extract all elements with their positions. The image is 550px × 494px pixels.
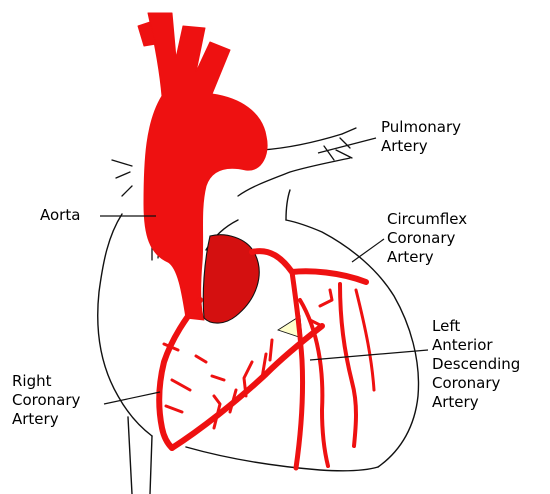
label-aorta: Aorta — [40, 206, 80, 225]
label-pulmonary-artery: Pulmonary Artery — [381, 118, 461, 156]
label-lad-line-4: Coronary — [432, 374, 520, 393]
label-circumflex-line-1: Circumflex — [387, 210, 467, 229]
heart-outline — [98, 190, 419, 494]
label-circumflex: Circumflex Coronary Artery — [387, 210, 467, 267]
atrium-shading — [203, 235, 259, 323]
label-right-coronary-line-2: Coronary — [12, 391, 80, 410]
label-right-coronary-line-1: Right — [12, 372, 80, 391]
right-coronary-leader — [104, 392, 160, 404]
pulmonary-leader — [318, 138, 376, 153]
label-circumflex-line-3: Artery — [387, 248, 467, 267]
label-pulmonary-line-2: Artery — [381, 137, 461, 156]
label-pulmonary-line-1: Pulmonary — [381, 118, 461, 137]
label-right-coronary: Right Coronary Artery — [12, 372, 80, 429]
circumflex-leader — [352, 239, 384, 262]
label-lad-line-2: Anterior — [432, 336, 520, 355]
label-aorta-line-1: Aorta — [40, 206, 80, 225]
label-lad-line-3: Descending — [432, 355, 520, 374]
label-lad-line-5: Artery — [432, 393, 520, 412]
label-right-coronary-line-3: Artery — [12, 410, 80, 429]
label-lad: Left Anterior Descending Coronary Artery — [432, 317, 520, 412]
label-lad-line-1: Left — [432, 317, 520, 336]
label-circumflex-line-2: Coronary — [387, 229, 467, 248]
